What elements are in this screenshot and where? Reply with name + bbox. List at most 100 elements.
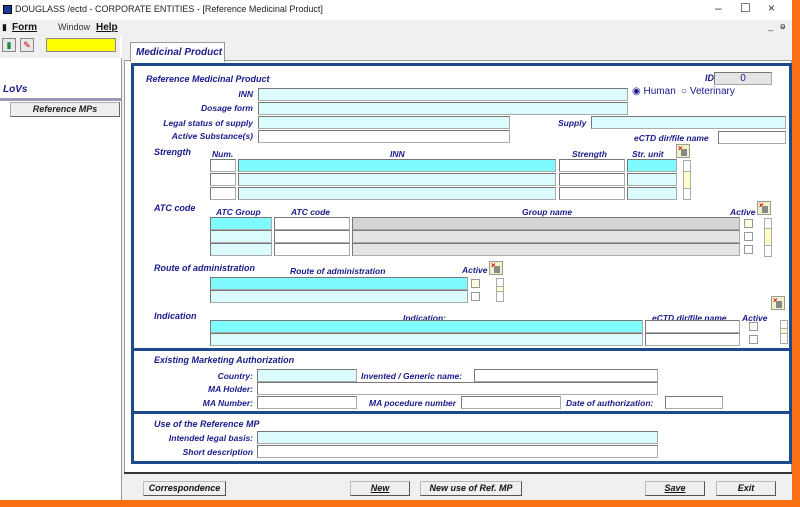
dosage-form-label: Dosage form <box>201 103 253 113</box>
invented-name-field[interactable] <box>474 369 658 382</box>
route-clear-icon[interactable]: × <box>489 261 503 275</box>
country-field[interactable] <box>257 369 357 382</box>
strength-inn-field[interactable] <box>238 159 556 172</box>
strength-scrollbar[interactable] <box>683 160 691 200</box>
window-title: DOUGLASS /ectd - CORPORATE ENTITIES - [R… <box>15 4 323 14</box>
ectd-field[interactable] <box>718 131 786 144</box>
menu-help[interactable]: Help <box>96 22 118 33</box>
toolbar-edit-icon[interactable]: ✎ <box>20 38 34 52</box>
ma-title: Existing Marketing Authorization <box>154 355 295 365</box>
atc-group-field[interactable] <box>210 230 272 243</box>
atc-group-name-field <box>352 230 740 243</box>
toolbar: ▮ ✎ <box>0 36 120 58</box>
strength-inn-field[interactable] <box>238 173 556 186</box>
inn-field[interactable] <box>258 88 628 101</box>
strength-unit-field[interactable] <box>627 187 677 200</box>
toolbar-status-field[interactable] <box>46 38 116 52</box>
atc-group-name-field <box>352 243 740 256</box>
id-label: ID <box>705 73 714 83</box>
tab-medicinal-product[interactable]: Medicinal Product <box>130 42 225 62</box>
strength-num-field[interactable] <box>210 173 236 186</box>
indication-ectd-field[interactable] <box>645 333 740 346</box>
indication-scrollbar[interactable] <box>780 320 788 344</box>
route-field[interactable] <box>210 277 468 290</box>
mdi-restore-button[interactable]: ⱺ <box>780 21 786 31</box>
indication-clear-icon[interactable]: × <box>771 296 785 310</box>
strength-unit-field[interactable] <box>627 159 677 172</box>
strength-inn-field[interactable] <box>238 187 556 200</box>
atc-active-checkbox[interactable] <box>744 245 753 254</box>
active-substances-label: Active Substance(s) <box>171 131 253 141</box>
col-route: Route of administration <box>290 266 386 276</box>
legal-status-field[interactable] <box>258 116 510 129</box>
strength-unit-field[interactable] <box>627 173 677 186</box>
maximize-button[interactable]: ☐ <box>740 1 751 15</box>
short-description-field[interactable] <box>257 445 658 458</box>
col-num: Num. <box>212 149 234 159</box>
ma-number-field[interactable] <box>257 396 357 409</box>
atc-active-checkbox[interactable] <box>744 232 753 241</box>
date-of-authorization-field[interactable] <box>665 396 723 409</box>
reference-mps-button[interactable]: Reference MPs <box>10 102 120 117</box>
route-active-checkbox[interactable] <box>471 292 480 301</box>
indication-field[interactable] <box>210 333 643 346</box>
strength-value-field[interactable] <box>559 173 625 186</box>
indication-active-checkbox[interactable] <box>749 335 758 344</box>
strength-clear-icon[interactable]: × <box>676 144 690 158</box>
atc-scrollbar[interactable] <box>764 218 772 257</box>
strength-value-field[interactable] <box>559 159 625 172</box>
mdi-minimize-button[interactable]: _ <box>768 21 774 31</box>
dosage-form-field[interactable] <box>258 102 628 115</box>
atc-title: ATC code <box>154 203 196 213</box>
menu-window[interactable]: Window <box>58 22 91 32</box>
minimize-button[interactable]: – <box>715 1 722 15</box>
col-indication: Indication: <box>403 313 446 323</box>
use-title: Use of the Reference MP <box>154 419 260 429</box>
indication-title: Indication <box>154 311 197 321</box>
new-button[interactable]: New <box>350 481 410 496</box>
col-route-active: Active <box>462 265 488 275</box>
exit-button[interactable]: Exit <box>716 481 776 496</box>
strength-num-field[interactable] <box>210 159 236 172</box>
app-icon <box>3 5 12 14</box>
supply-field[interactable] <box>591 116 786 129</box>
strength-value-field[interactable] <box>559 187 625 200</box>
route-scrollbar[interactable] <box>496 278 504 302</box>
legal-basis-label: Intended legal basis: <box>168 433 253 443</box>
atc-active-checkbox[interactable] <box>744 219 753 228</box>
indication-active-checkbox[interactable] <box>749 322 758 331</box>
atc-group-field[interactable] <box>210 217 272 230</box>
radio-veterinary[interactable]: ○ Veterinary <box>681 86 735 97</box>
reference-mp-title: Reference Medicinal Product <box>146 74 270 84</box>
atc-code-field[interactable] <box>274 243 350 256</box>
col-inn: INN <box>390 149 405 159</box>
legal-basis-field[interactable] <box>257 431 658 444</box>
strength-num-field[interactable] <box>210 187 236 200</box>
strength-title: Strength <box>154 147 191 157</box>
atc-group-field[interactable] <box>210 243 272 256</box>
correspondence-button[interactable]: Correspondence <box>143 481 226 496</box>
toolbar-record-icon[interactable]: ▮ <box>2 38 16 52</box>
radio-human[interactable]: ◉ Human <box>632 86 676 97</box>
active-substances-field[interactable] <box>258 130 510 143</box>
new-use-of-ref-mp-button[interactable]: New use of Ref. MP <box>420 481 522 496</box>
radio-human-label: Human <box>643 86 676 97</box>
route-field[interactable] <box>210 290 468 303</box>
ma-procedure-label: MA pocedure number <box>369 398 457 408</box>
atc-code-field[interactable] <box>274 230 350 243</box>
col-atc-code: ATC code <box>291 207 331 217</box>
save-button[interactable]: Save <box>645 481 705 496</box>
atc-clear-icon[interactable]: × <box>757 201 771 215</box>
indication-ectd-field[interactable] <box>645 320 740 333</box>
country-label: Country: <box>217 371 253 381</box>
atc-code-field[interactable] <box>274 217 350 230</box>
col-group-name: Group name <box>522 207 573 217</box>
route-active-checkbox[interactable] <box>471 279 480 288</box>
ma-procedure-field[interactable] <box>461 396 561 409</box>
application-window: DOUGLASS /ectd - CORPORATE ENTITIES - [R… <box>0 0 792 500</box>
ectd-label: eCTD dir/file name <box>634 133 709 143</box>
menu-form[interactable]: Form <box>12 22 37 33</box>
ma-holder-field[interactable] <box>257 382 658 395</box>
close-button[interactable]: × <box>768 1 776 15</box>
indication-field[interactable] <box>210 320 643 333</box>
